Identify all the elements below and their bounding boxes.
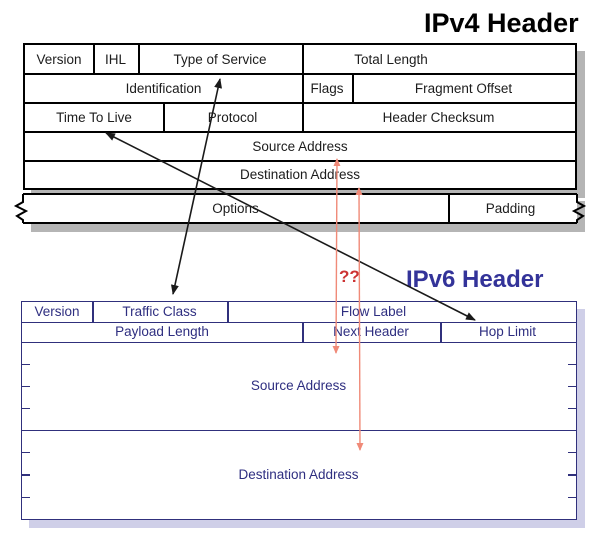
ipv4-version-cell: Version (36, 52, 82, 67)
ipv4-time-to-live-cell: Time To Live (56, 110, 132, 125)
ipv4-flags-cell: Flags (310, 81, 344, 96)
ipv4-destination-address-cell: Destination Address (239, 167, 361, 182)
ipv4-title: IPv4 Header (424, 8, 579, 38)
ipv4-protocol-cell: Protocol (207, 110, 258, 125)
divider (302, 103, 304, 132)
ipv4-type-of-service-cell: Type of Service (173, 52, 267, 67)
ipv6-title: IPv6 Header (406, 266, 544, 293)
divider (138, 45, 140, 74)
divider (25, 131, 575, 133)
divider (352, 74, 354, 103)
word-boundary-tick (22, 451, 30, 453)
ipv4-options-row: Options Padding (23, 193, 577, 224)
question-marks-annotation: ?? (339, 267, 360, 286)
word-boundary-tick (568, 363, 576, 365)
word-boundary-tick (22, 385, 30, 387)
word-boundary-tick (568, 407, 576, 409)
ipv6-payload-length-cell: Payload Length (115, 324, 209, 339)
word-boundary-tick (568, 496, 576, 498)
ipv4-header-checksum-cell: Header Checksum (382, 110, 495, 125)
divider (163, 103, 165, 132)
ipv6-traffic-class-cell: Traffic Class (122, 304, 197, 320)
divider (25, 73, 575, 75)
ipv4-fragment-offset-cell: Fragment Offset (414, 81, 513, 96)
divider (22, 341, 576, 343)
word-boundary-tick (568, 451, 576, 453)
divider (302, 321, 304, 342)
ipv6-hop-limit-cell: Hop Limit (478, 324, 537, 339)
ipv4-identification-cell: Identification (125, 81, 202, 96)
divider (93, 45, 95, 74)
ipv4-total-length-cell: Total Length (354, 52, 428, 67)
ipv4-padding-cell: Padding (485, 201, 536, 216)
divider (92, 302, 94, 322)
word-boundary-tick (22, 474, 30, 476)
word-boundary-tick (568, 474, 576, 476)
ipv6-flow-label-cell: Flow Label (340, 304, 407, 320)
divider (302, 74, 304, 103)
ipv6-header-table: Version Traffic Class Flow Label Payload… (21, 301, 577, 520)
ipv4-ihl-cell: IHL (104, 52, 126, 67)
ipv6-source-address-cell: Source Address (250, 378, 347, 393)
divider (22, 321, 576, 323)
word-boundary-tick (22, 407, 30, 409)
ipv4-header-table: Version IHL Type of Service Total Length… (23, 43, 577, 190)
word-boundary-tick (568, 385, 576, 387)
ipv4-options-cell: Options (212, 201, 259, 216)
word-boundary-tick (22, 496, 30, 498)
divider (25, 102, 575, 104)
ipv4-source-address-cell: Source Address (252, 139, 348, 154)
ipv6-version-cell: Version (34, 304, 80, 320)
ipv6-destination-address-cell: Destination Address (238, 467, 359, 482)
divider (440, 321, 442, 342)
divider (302, 45, 304, 74)
ipv6-next-header-cell: Next Header (333, 324, 409, 339)
word-boundary-tick (22, 363, 30, 365)
divider (22, 429, 576, 431)
